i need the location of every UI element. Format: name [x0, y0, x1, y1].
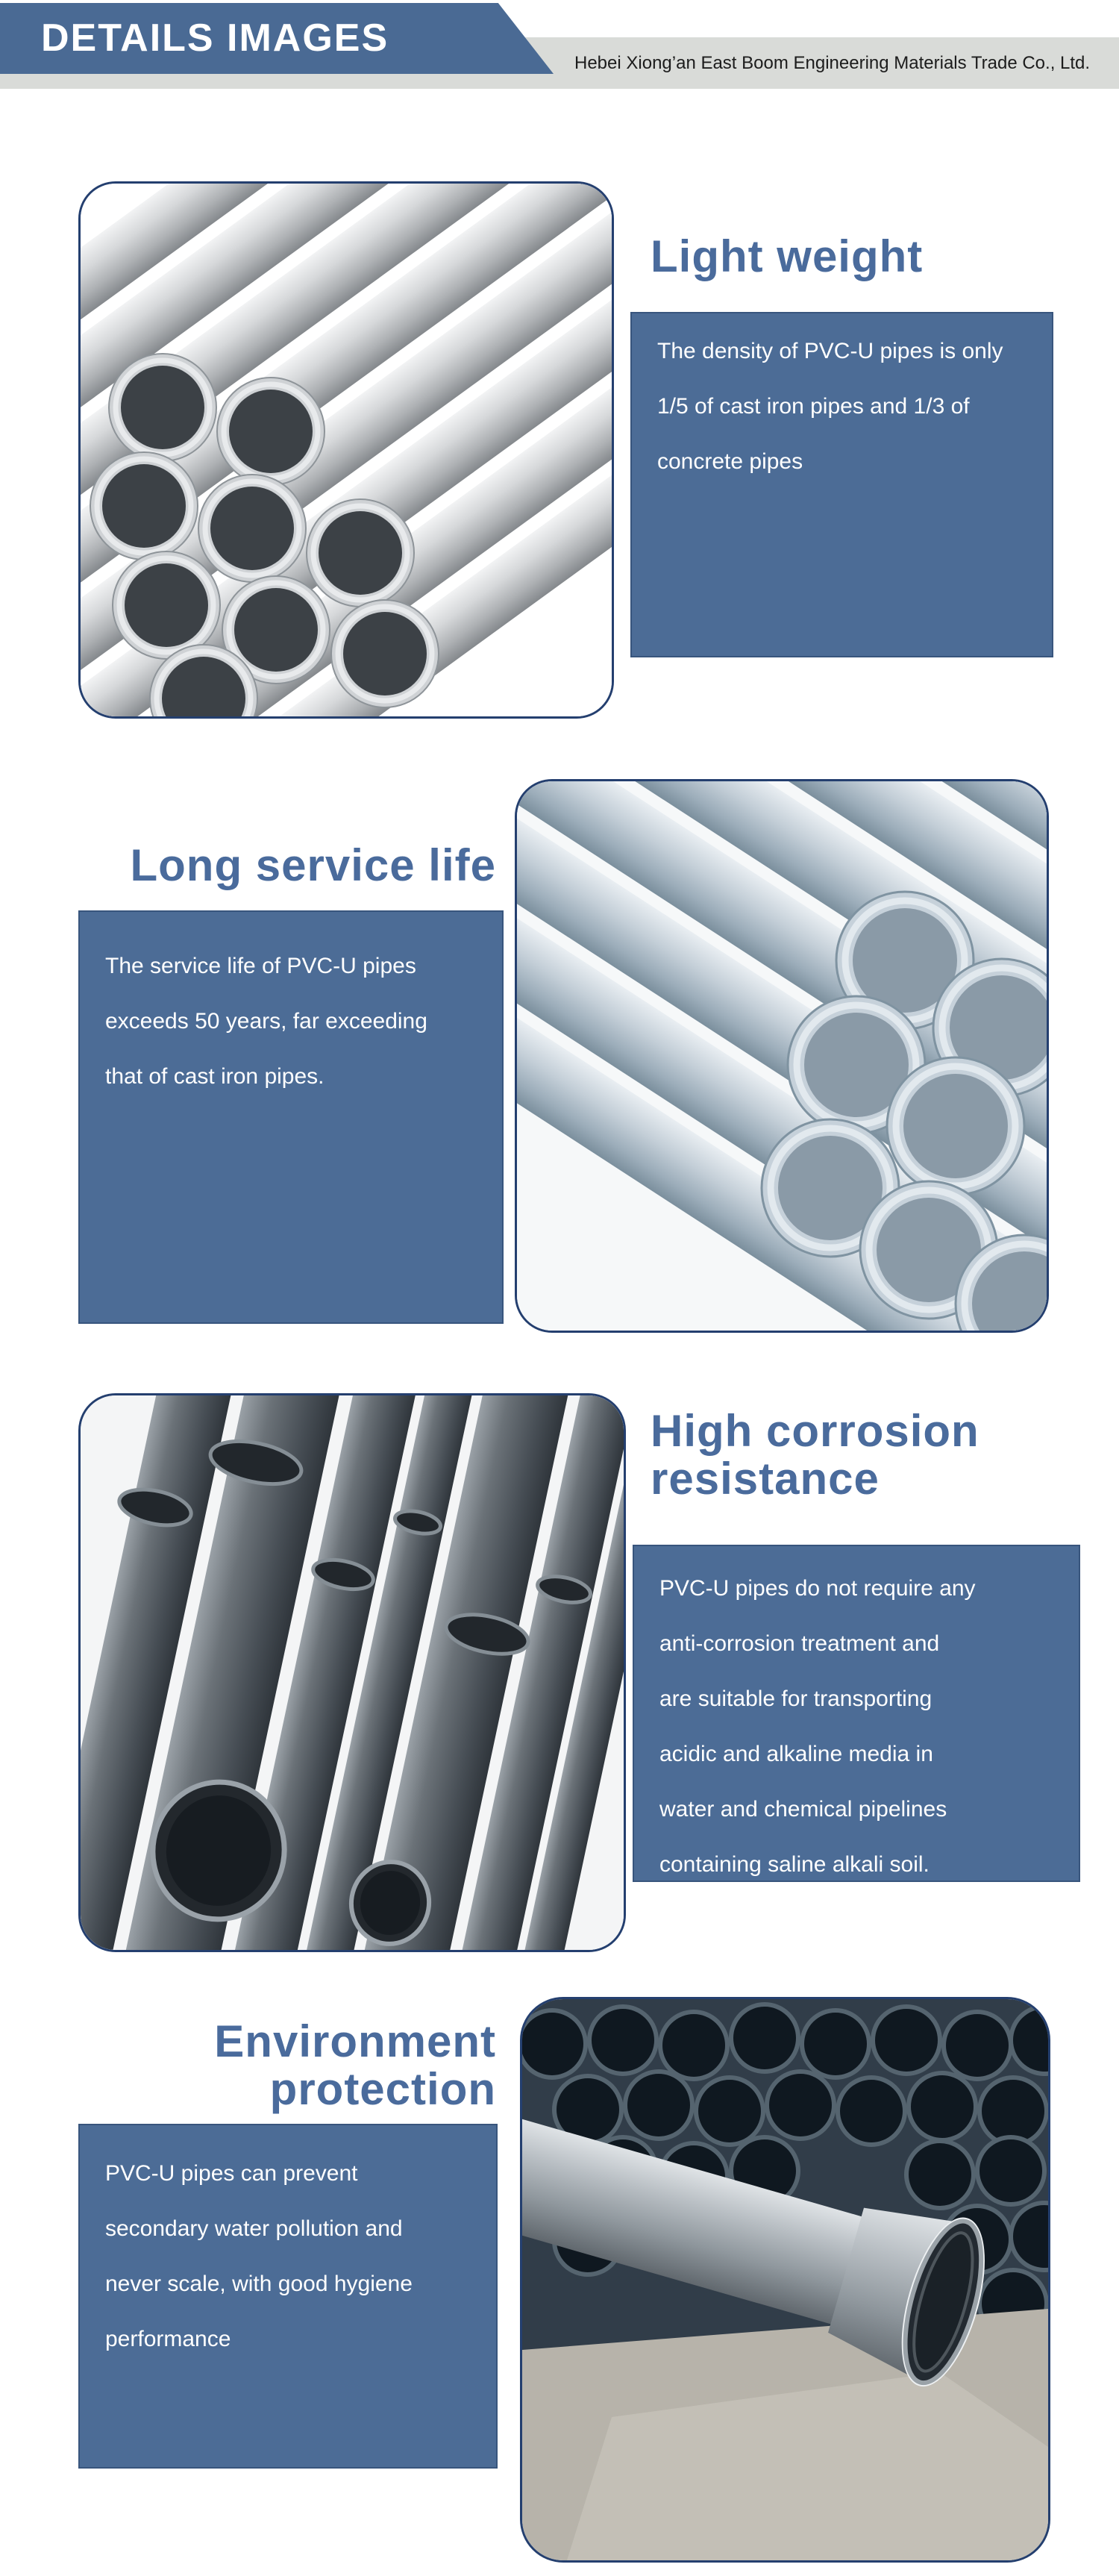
section4-photo: [520, 1997, 1050, 2563]
banner-title: DETAILS IMAGES: [41, 16, 389, 60]
pipe-ends: [760, 890, 1047, 1331]
body-line: acidic and alkaline media in: [659, 1742, 933, 1766]
pipe-ends: [90, 353, 439, 716]
section1-photo: [78, 181, 614, 719]
stacked-gray-pvc-pipes-illustration: [81, 184, 612, 716]
section2-description-box: The service life of PVC-U pipes exceeds …: [78, 910, 504, 1324]
body-line: never scale, with good hygiene: [105, 2272, 413, 2296]
section3-photo: [78, 1393, 626, 1952]
body-line: The service life of PVC-U pipes: [105, 954, 416, 978]
section2-title: Long service life: [130, 840, 496, 890]
company-name: Hebei Xiong’an East Boom Engineering Mat…: [574, 53, 1091, 73]
section1-description-box: The density of PVC-U pipes is only 1/5 o…: [630, 312, 1053, 657]
body-line: water and chemical pipelines: [659, 1797, 947, 1822]
body-line: performance: [105, 2327, 231, 2351]
section3-title: High corrosion resistance: [651, 1407, 979, 1503]
body-line: secondary water pollution and: [105, 2216, 403, 2241]
section1-title: Light weight: [651, 231, 924, 281]
pipe-openings: [117, 1439, 592, 1946]
large-pvc-pipe-on-ground-illustration: [522, 1999, 1048, 2560]
stacked-blue-pvc-pipes-illustration: [517, 781, 1047, 1331]
body-line: concrete pipes: [657, 449, 803, 474]
body-line: PVC-U pipes do not require any: [659, 1576, 976, 1601]
body-line: that of cast iron pipes.: [105, 1064, 325, 1089]
header-banner: DETAILS IMAGES: [0, 3, 554, 74]
section3-description-box: PVC-U pipes do not require any anti-corr…: [633, 1545, 1080, 1882]
section3-title-line2: resistance: [651, 1454, 880, 1504]
section4-title-line2: protection: [269, 2064, 496, 2114]
section4-title-line1: Environment: [214, 2016, 496, 2066]
body-line: The density of PVC-U pipes is only: [657, 339, 1003, 363]
section3-title-line1: High corrosion: [651, 1406, 979, 1456]
section4-description-box: PVC-U pipes can prevent secondary water …: [78, 2124, 498, 2469]
dark-gray-pvc-pipes-illustration: [81, 1395, 624, 1950]
body-line: containing saline alkali soil.: [659, 1852, 930, 1877]
body-line: anti-corrosion treatment and: [659, 1631, 940, 1656]
body-line: PVC-U pipes can prevent: [105, 2161, 358, 2186]
body-line: are suitable for transporting: [659, 1686, 932, 1711]
body-line: 1/5 of cast iron pipes and 1/3 of: [657, 394, 970, 419]
body-line: exceeds 50 years, far exceeding: [105, 1009, 427, 1034]
section4-title: Environment protection: [78, 2018, 496, 2113]
section2-photo: [515, 779, 1049, 1333]
large-gray-pipe: [522, 2091, 985, 2387]
